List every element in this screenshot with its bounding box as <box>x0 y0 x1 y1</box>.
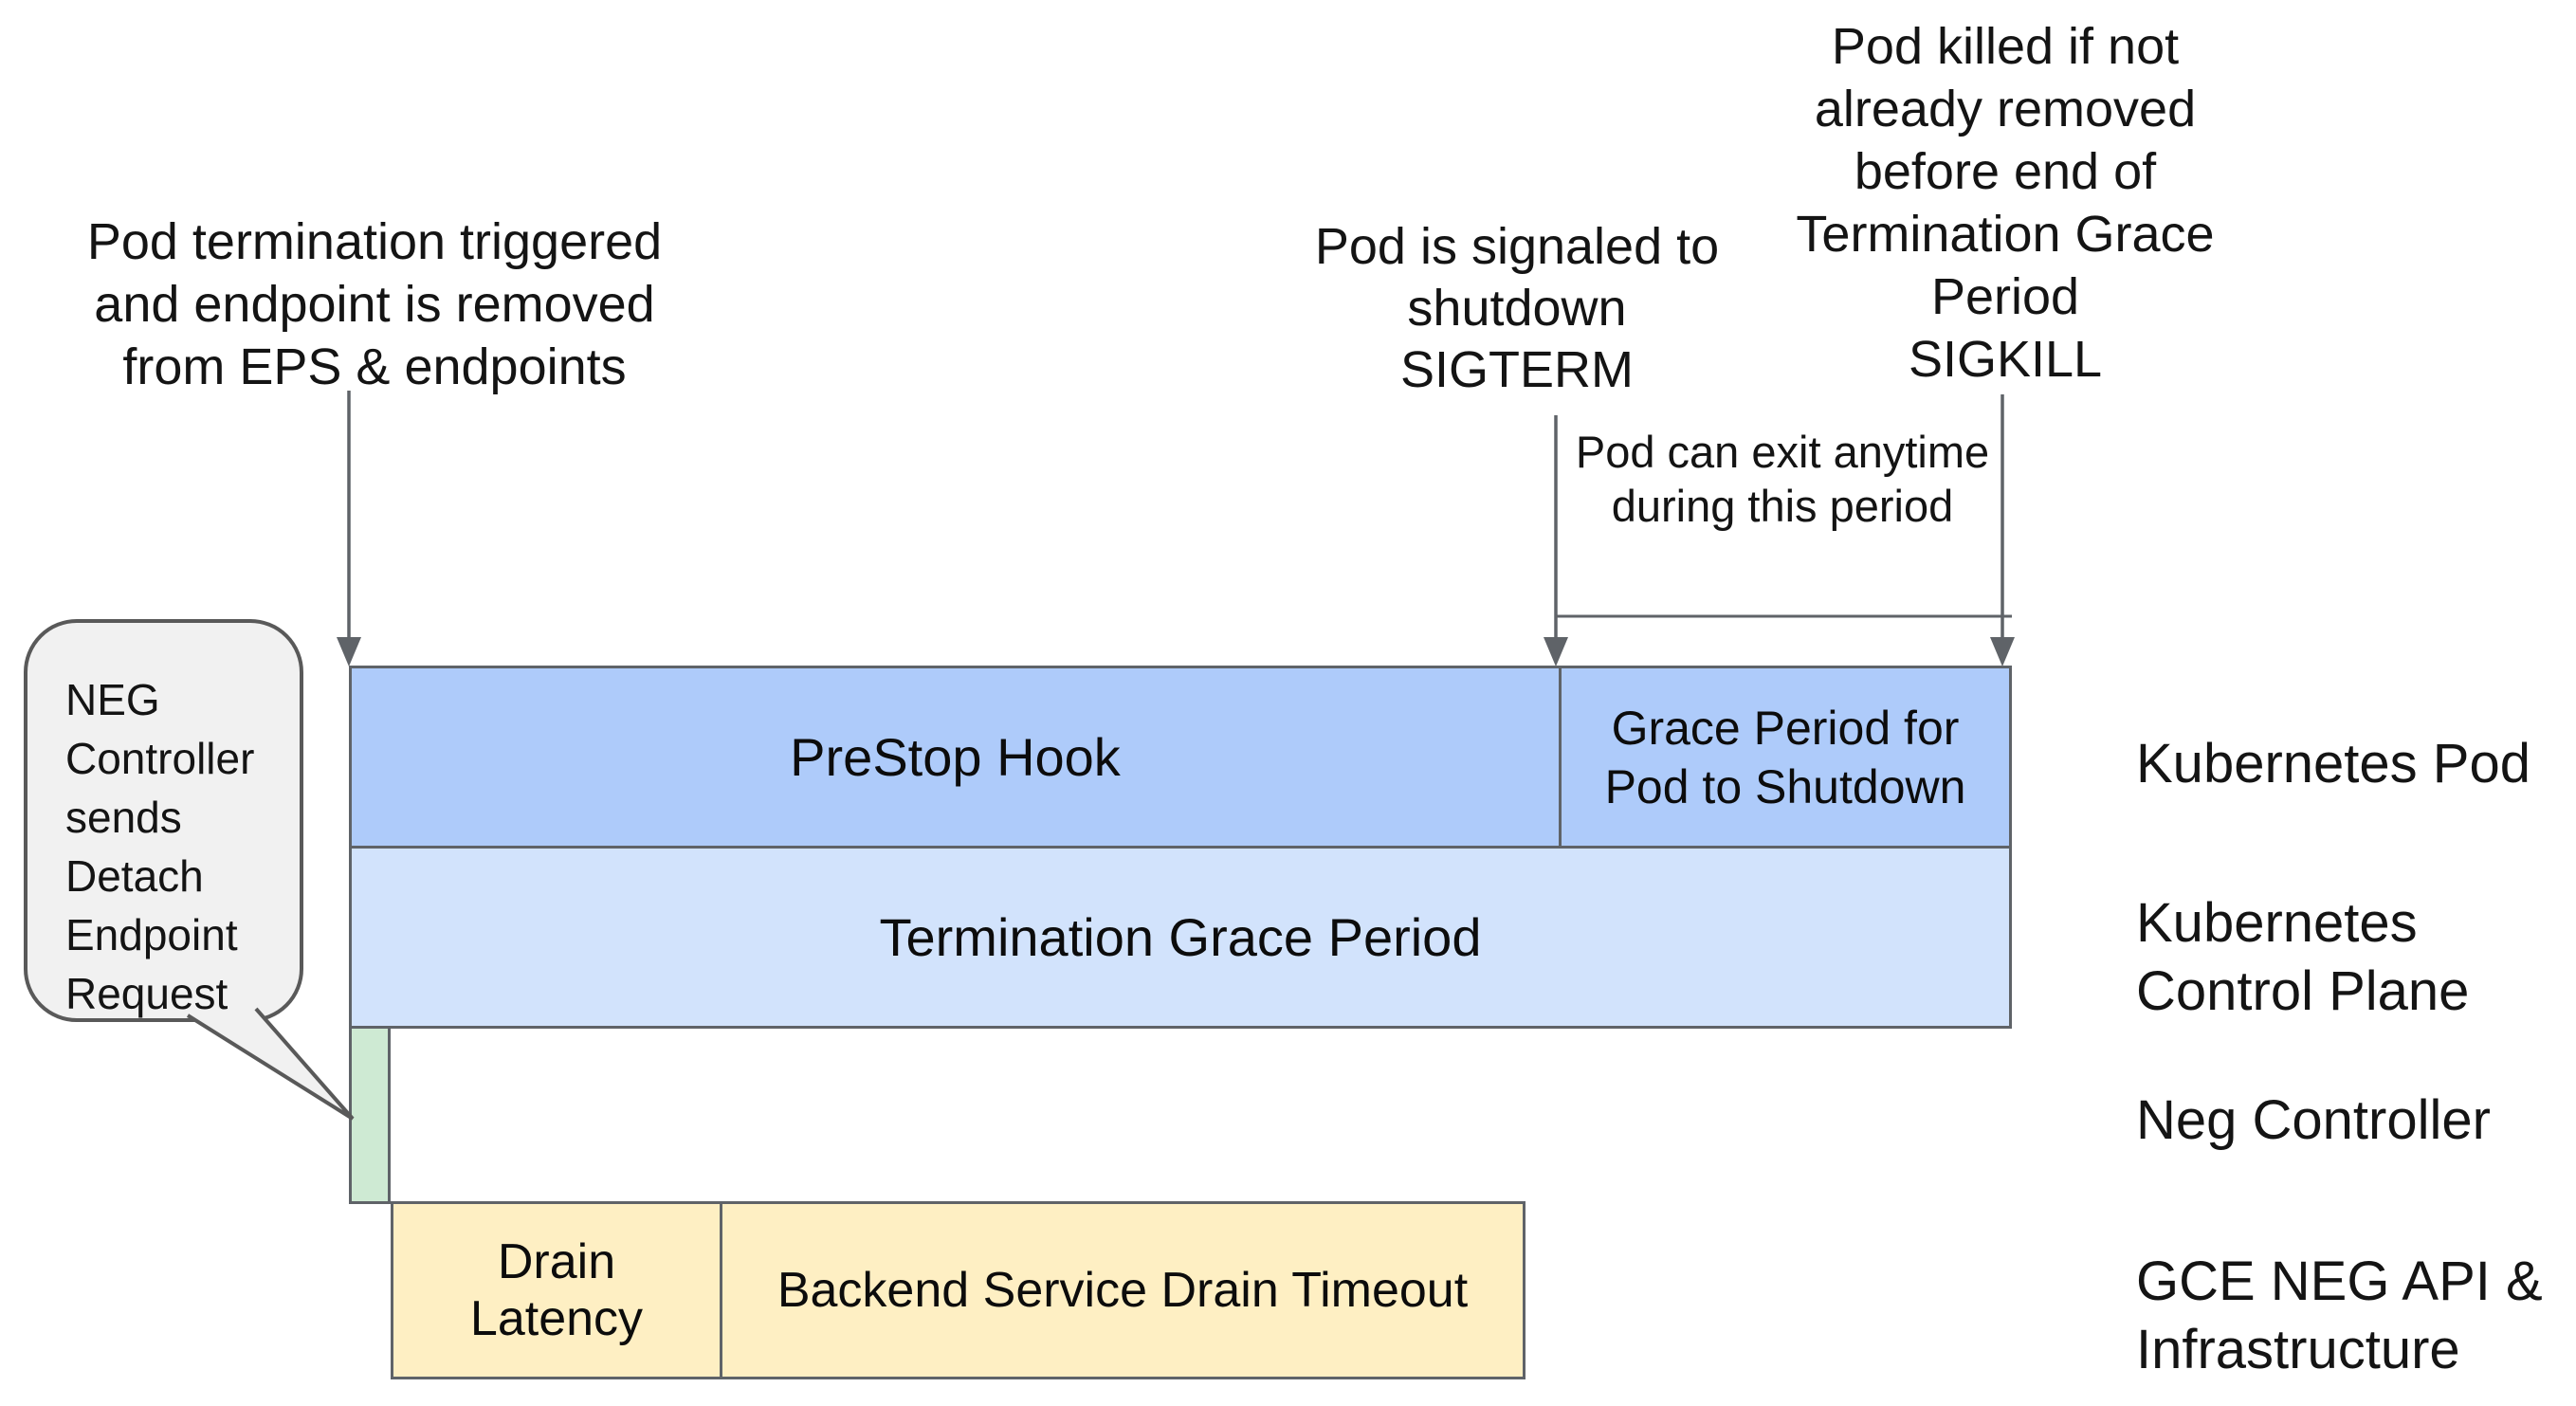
cell-prestop-hook: PreStop Hook <box>790 726 1121 787</box>
cell-termination-grace-period: Termination Grace Period <box>879 906 1482 967</box>
lane-label-kubernetes-control-plane: Kubernetes Control Plane <box>2136 892 2470 1022</box>
callout-pod-exit-note: Pod can exit anytime during this period <box>1575 427 1990 531</box>
arrow-sigkill <box>1990 394 2015 666</box>
callout-sigterm: Pod is signaled to shutdown SIGTERM <box>1314 218 1720 398</box>
speech-bubble: NEG Controller sends Detach Endpoint Req… <box>24 619 303 1022</box>
cell-backend-drain-timeout: Backend Service Drain Timeout <box>720 1204 1523 1377</box>
arrow-sigterm <box>1544 415 1568 666</box>
bubble-tail <box>186 1007 355 1121</box>
cell-grace-period: Grace Period for Pod to Shutdown <box>1559 668 2009 846</box>
speech-bubble-text: NEG Controller sends Detach Endpoint Req… <box>65 675 255 1018</box>
bar-kubernetes-pod: PreStop Hook Grace Period for Pod to Shu… <box>349 666 2012 849</box>
lane-label-neg-controller: Neg Controller <box>2136 1089 2491 1151</box>
callout-sigkill: Pod killed if not already removed before… <box>1796 18 2215 388</box>
arrow-endpoint-removed <box>337 391 361 666</box>
bar-gce-drain: Drain Latency Backend Service Drain Time… <box>391 1201 1526 1379</box>
callout-pod-termination: Pod termination triggered and endpoint i… <box>86 213 663 395</box>
bar-termination-grace-period: Termination Grace Period <box>349 846 2012 1029</box>
lane-label-gce-neg-api: GCE NEG API & Infrastructure <box>2136 1251 2543 1380</box>
lane-label-kubernetes-pod: Kubernetes Pod <box>2136 733 2530 794</box>
cell-drain-latency: Drain Latency <box>469 1234 644 1346</box>
bar-neg-controller <box>349 1026 391 1204</box>
